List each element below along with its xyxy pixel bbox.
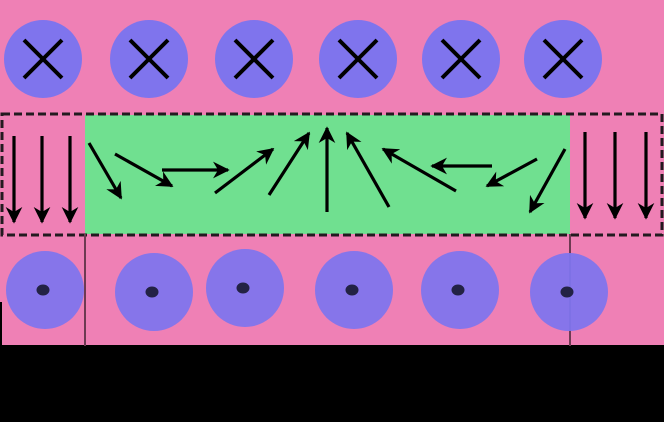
spin-out-of-page-0 <box>6 251 84 329</box>
spin-out-of-page-5 <box>530 253 608 331</box>
spin-out-of-page-3 <box>315 251 393 329</box>
dot-icon <box>346 285 359 296</box>
spin-into-page-5 <box>524 20 602 98</box>
spin-out-of-page-2 <box>206 249 284 327</box>
dot-icon <box>561 287 574 298</box>
dot-icon <box>37 285 50 296</box>
domain-wall-box <box>2 114 662 235</box>
dot-icon <box>452 285 465 296</box>
dot-icon <box>237 283 250 294</box>
spin-into-page-1 <box>110 20 188 98</box>
dot-icon <box>146 287 159 298</box>
spin-into-page-2 <box>215 20 293 98</box>
spin-out-of-page-4 <box>421 251 499 329</box>
spin-into-page-4 <box>422 20 500 98</box>
spin-out-of-page-1 <box>115 253 193 331</box>
spin-into-page-3 <box>319 20 397 98</box>
spin-into-page-0 <box>4 20 82 98</box>
